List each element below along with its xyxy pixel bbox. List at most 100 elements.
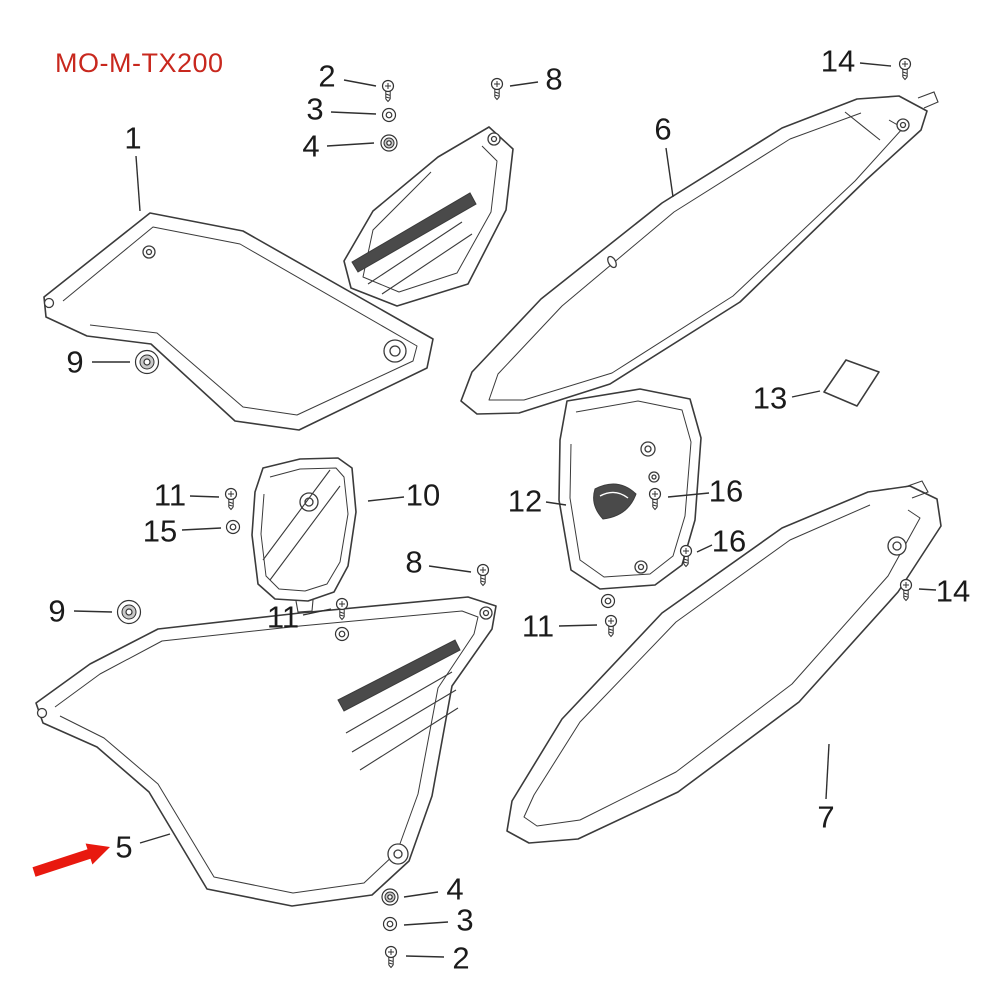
leader-line-part-10 <box>367 496 405 502</box>
part-number-label-9: 9 <box>66 345 83 380</box>
part-number-label-11: 11 <box>267 600 299 635</box>
leader-line-part-8 <box>428 565 472 573</box>
part-7-inner-edge <box>523 504 921 827</box>
part-5-top-hole-center <box>482 609 490 617</box>
part-12-hole-bottom-center <box>637 563 645 571</box>
part-number-label-8: 8 <box>545 62 562 97</box>
part-number-label-2: 2 <box>318 59 335 94</box>
damper-grommet-icon <box>116 599 142 625</box>
leader-line-part-4 <box>326 142 375 147</box>
leader-line-part-16 <box>667 492 710 498</box>
screw-icon <box>381 79 395 103</box>
part-number-label-16: 16 <box>709 474 743 509</box>
leader-line-part-11 <box>189 495 220 498</box>
part-number-label-14: 14 <box>821 44 855 79</box>
part-number-label-1: 1 <box>124 121 141 156</box>
washer-icon <box>382 916 398 932</box>
part-number-label-14: 14 <box>936 574 970 609</box>
center-panel-inner-edge <box>362 145 498 293</box>
center-panel-outline <box>343 126 514 307</box>
part-5-side-cover <box>35 596 497 907</box>
washer-icon <box>600 593 616 609</box>
part-5-stripes <box>345 671 459 771</box>
part-number-label-3: 3 <box>306 92 323 127</box>
part-number-label-3: 3 <box>456 903 473 938</box>
part-10-bracket <box>251 457 357 613</box>
leader-line-part-6 <box>665 147 674 198</box>
part-1-grommet-hole-center <box>389 345 401 357</box>
leader-line-part-3 <box>403 921 449 926</box>
part-1-outline <box>43 212 434 431</box>
leader-line-part-2 <box>343 79 377 87</box>
screw-icon <box>384 945 398 969</box>
leader-line-part-15 <box>181 527 222 531</box>
part-5-rib <box>337 639 461 712</box>
part-1-side-cover <box>43 212 434 431</box>
part-number-label-11: 11 <box>154 478 186 513</box>
diagram-code-label: MO-M-TX200 <box>55 48 224 78</box>
leader-line-part-7 <box>825 743 830 800</box>
part-13-decal <box>823 359 880 407</box>
part-5-outline <box>35 596 497 907</box>
screw-icon <box>604 614 618 638</box>
leader-line-part-3 <box>330 111 377 115</box>
part-10-inner-edge <box>260 467 349 592</box>
leader-line-part-1 <box>135 155 141 212</box>
leader-line-part-16 <box>696 544 713 553</box>
leader-line-part-14 <box>918 588 937 591</box>
part-10-outline <box>251 457 357 602</box>
part-number-label-6: 6 <box>654 112 671 147</box>
pointer-arrow <box>32 843 110 877</box>
part-center-panel <box>343 126 514 307</box>
part-number-label-11: 11 <box>522 609 554 644</box>
part-number-label-12: 12 <box>508 484 542 519</box>
part-1-front-hole <box>43 297 55 309</box>
part-number-label-5: 5 <box>115 830 132 865</box>
washer-icon <box>381 107 397 123</box>
grommet-icon <box>381 888 399 906</box>
part-5-inner-edge <box>54 610 479 894</box>
part-number-label-15: 15 <box>143 514 177 549</box>
leader-line-part-4 <box>403 891 439 898</box>
part-10-ridges <box>262 469 341 581</box>
part-5-front-hole <box>36 707 48 719</box>
part-10-tab <box>295 599 314 613</box>
part-number-label-4: 4 <box>302 129 319 164</box>
leader-line-part-5 <box>139 833 171 844</box>
center-panel-screw-hole-center <box>490 135 498 143</box>
part-number-label-7: 7 <box>817 800 834 835</box>
part-5-grommet-hole-center <box>393 849 403 859</box>
center-panel-rib <box>351 192 477 273</box>
part-number-label-10: 10 <box>406 478 440 513</box>
part-12-pocket <box>593 483 637 520</box>
screw-icon <box>899 578 913 602</box>
washer-icon <box>334 626 350 642</box>
part-7-tab <box>904 480 929 499</box>
part-12-pocket-highlight <box>599 491 629 499</box>
leader-line-part-9 <box>73 610 113 613</box>
screw-icon <box>476 563 490 587</box>
part-6-side-panel <box>460 91 939 415</box>
leader-line-part-2 <box>405 955 445 958</box>
part-12-hole-lower-center <box>651 474 657 480</box>
part-6-bracket-lines <box>844 91 939 141</box>
damper-grommet-icon <box>134 349 160 375</box>
part-number-label-4: 4 <box>446 872 463 907</box>
part-number-label-13: 13 <box>753 381 787 416</box>
screw-icon <box>490 77 504 101</box>
part-number-label-9: 9 <box>48 594 65 629</box>
part-6-inner-edge <box>488 112 904 401</box>
grommet-icon <box>380 134 398 152</box>
leader-line-part-13 <box>791 390 821 398</box>
part-7-outline <box>506 485 942 844</box>
leader-line-part-8 <box>509 81 539 87</box>
screw-icon <box>224 487 238 511</box>
part-6-outline <box>460 95 928 415</box>
leader-line-part-14 <box>859 62 892 67</box>
part-number-label-16: 16 <box>712 524 746 559</box>
leader-line-part-11 <box>558 624 598 627</box>
part-number-label-8: 8 <box>405 545 422 580</box>
screw-icon <box>898 57 912 81</box>
